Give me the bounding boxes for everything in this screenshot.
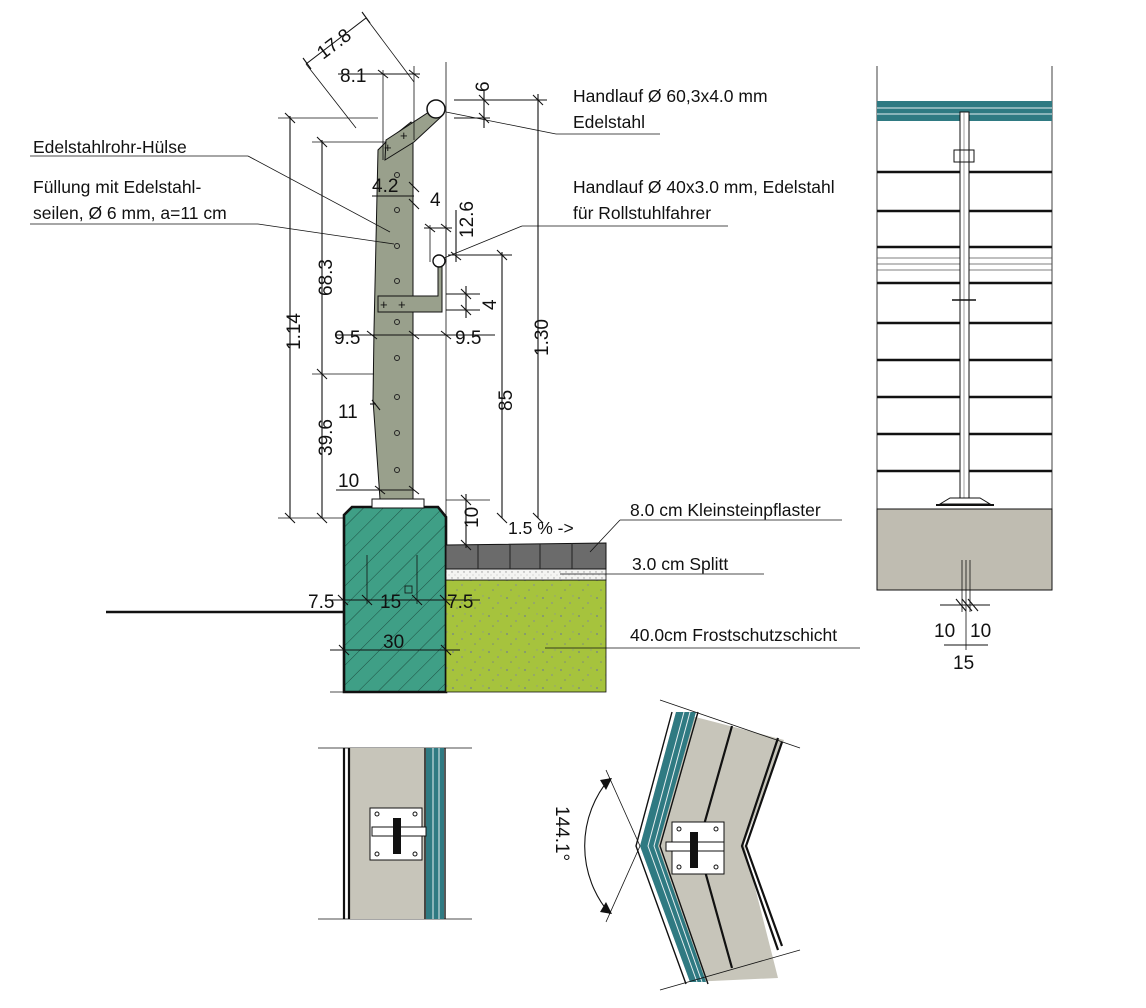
dim-9-5-right: 9.5 <box>455 328 481 349</box>
handrail-wheelchair <box>432 254 446 268</box>
dim-1-30: 1.30 <box>532 319 553 356</box>
frost-protection-layer <box>445 579 607 693</box>
dim-15-elev: 15 <box>953 653 974 674</box>
dim-10-elev-right: 10 <box>970 621 991 642</box>
base-plate <box>371 498 425 509</box>
dim-15: 15 <box>380 592 401 613</box>
hinge-plate-icon <box>665 821 725 875</box>
dim-10-step: 10 <box>462 507 483 528</box>
dim-7-5-right: 7.5 <box>447 592 473 613</box>
hinge-plate-icon <box>369 807 427 861</box>
dim-1-14: 1.14 <box>284 313 305 350</box>
svg-text:+: + <box>400 128 408 143</box>
dim-9-5-left: 9.5 <box>334 328 360 349</box>
dim-4-2: 4.2 <box>372 176 398 197</box>
dim-4-top: 4 <box>430 190 441 211</box>
splitt-layer <box>445 568 607 581</box>
section-view: + + + + <box>30 11 860 694</box>
plan-view-straight <box>318 747 472 920</box>
label-layer-splitt: 3.0 cm Splitt <box>632 554 728 574</box>
railing-post: + + + + <box>372 109 443 500</box>
dim-85: 85 <box>496 390 517 411</box>
label-layer-paving: 8.0 cm Kleinsteinpflaster <box>630 500 821 520</box>
dim-4-lower: 4 <box>480 299 501 310</box>
dim-68-3: 68.3 <box>316 259 337 296</box>
dim-10-elev-left: 10 <box>934 621 955 642</box>
label-slope: 1.5 % -> <box>508 518 574 538</box>
dim-12-6: 12.6 <box>457 201 478 238</box>
label-sleeve: Edelstahlrohr-Hülse <box>33 137 187 157</box>
dim-6: 6 <box>473 81 494 92</box>
dim-30: 30 <box>383 632 404 653</box>
label-fill-line1: Füllung mit Edelstahl- <box>33 177 201 197</box>
label-handrail-wheelchair-2: für Rollstuhlfahrer <box>573 203 711 223</box>
paving-layer <box>445 542 607 570</box>
elevation-view: 10 10 15 <box>876 66 1053 674</box>
dim-11: 11 <box>338 402 358 423</box>
svg-text:+: + <box>380 297 388 312</box>
dim-39-6: 39.6 <box>316 419 337 456</box>
handrail-main <box>426 99 446 119</box>
label-handrail-main-2: Edelstahl <box>573 112 645 132</box>
label-fill-line2: seilen, Ø 6 mm, a=11 cm <box>33 203 227 223</box>
label-handrail-wheelchair-1: Handlauf Ø 40x3.0 mm, Edelstahl <box>573 177 835 197</box>
svg-text:+: + <box>384 140 392 155</box>
dim-angle: 144.1° <box>551 806 572 861</box>
label-layer-frost: 40.0cm Frostschutzschicht <box>630 625 837 645</box>
dim-7-5-left: 7.5 <box>308 592 334 613</box>
svg-text:+: + <box>398 297 406 312</box>
label-handrail-main-1: Handlauf Ø 60,3x4.0 mm <box>573 86 768 106</box>
plan-view-angled: 144.1° <box>551 699 801 991</box>
dim-10-post: 10 <box>338 471 359 492</box>
dim-8-1: 8.1 <box>340 66 366 87</box>
